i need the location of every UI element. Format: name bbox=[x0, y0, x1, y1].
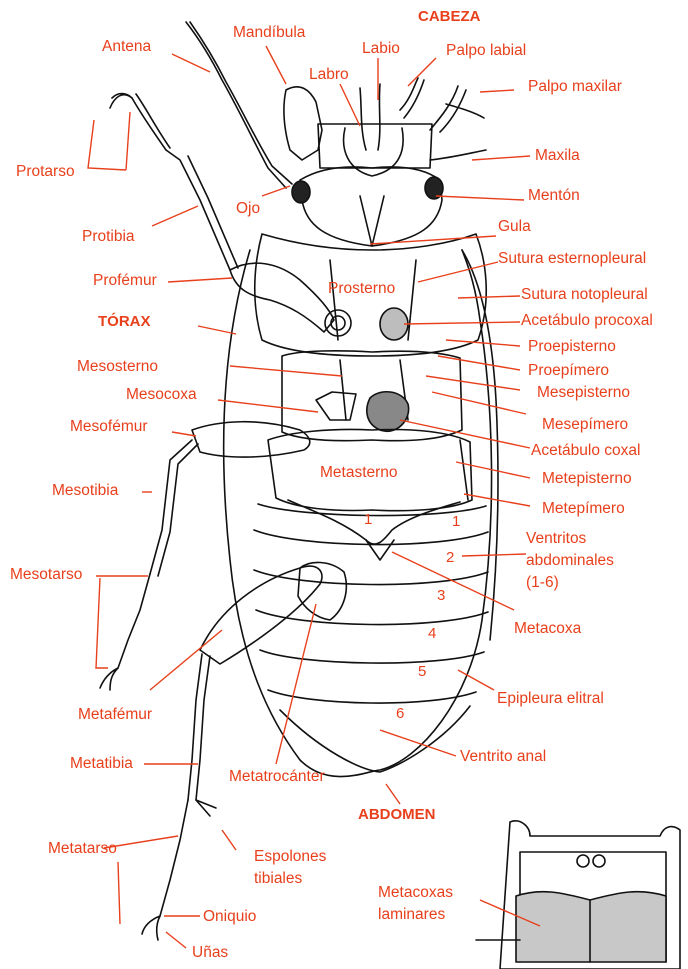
label-sutura-esternopleural: Sutura esternopleural bbox=[498, 250, 646, 268]
label-prosterno: Prosterno bbox=[328, 280, 395, 298]
fore-femur bbox=[230, 263, 334, 332]
label-metatarso: Metatarso bbox=[48, 840, 117, 858]
beetle-outline bbox=[100, 22, 680, 969]
ventrite-number-1a: 1 bbox=[364, 512, 372, 528]
label-gula: Gula bbox=[498, 218, 531, 236]
label-metepimero: Metepímero bbox=[542, 500, 625, 518]
label-labro: Labro bbox=[309, 66, 349, 84]
metatrochanter bbox=[298, 562, 346, 620]
label-metafemur: Metafémur bbox=[78, 706, 152, 724]
ventrite-number-3: 3 bbox=[437, 588, 445, 604]
ventrite-3 bbox=[256, 610, 488, 625]
mid-femur bbox=[192, 422, 310, 457]
label-metacoxa: Metacoxa bbox=[514, 620, 581, 638]
label-menton: Mentón bbox=[528, 187, 580, 205]
label-ventritos-1: Ventritos bbox=[526, 530, 586, 548]
head bbox=[300, 167, 442, 246]
label-acetabulo-coxal: Acetábulo coxal bbox=[531, 442, 640, 460]
label-ventrito-anal: Ventrito anal bbox=[460, 748, 546, 766]
label-ojo: Ojo bbox=[236, 200, 260, 218]
label-proepisterno: Proepisterno bbox=[528, 338, 616, 356]
label-mesepisterno: Mesepisterno bbox=[537, 384, 630, 402]
label-mesosterno: Mesosterno bbox=[77, 358, 158, 376]
ventrite-number-6: 6 bbox=[396, 706, 404, 722]
tibial-spurs bbox=[196, 800, 216, 816]
label-mesofemur: Mesofémur bbox=[70, 418, 148, 436]
label-ventritos-3: (1-6) bbox=[526, 574, 559, 592]
label-antena: Antena bbox=[102, 38, 151, 56]
ventrite-6 bbox=[280, 706, 470, 772]
label-metatibia: Metatibia bbox=[70, 755, 133, 773]
mid-tarsus bbox=[118, 574, 150, 668]
label-mesepimero: Mesepímero bbox=[542, 416, 628, 434]
label-metepisterno: Metepisterno bbox=[542, 470, 632, 488]
section-title-cabeza: CABEZA bbox=[418, 8, 481, 26]
label-epipleura-elitral: Epipleura elitral bbox=[497, 690, 604, 708]
ventrite-5 bbox=[268, 690, 476, 703]
section-title-abdomen: ABDOMEN bbox=[358, 806, 436, 824]
procoxal-acetabulum bbox=[380, 308, 408, 340]
label-mesotarso: Mesotarso bbox=[10, 566, 82, 584]
hind-tarsus bbox=[160, 800, 188, 916]
label-acetabulo-procoxal: Acetábulo procoxal bbox=[521, 312, 653, 330]
label-palpo-maxilar: Palpo maxilar bbox=[528, 78, 622, 96]
label-metacoxas-2: laminares bbox=[378, 906, 445, 924]
label-labio: Labio bbox=[362, 40, 400, 58]
label-metasterno: Metasterno bbox=[320, 464, 398, 482]
eye-left bbox=[292, 181, 310, 203]
label-metatrocanter: Metatrocánter bbox=[229, 768, 325, 786]
label-metacoxas-1: Metacoxas bbox=[378, 884, 453, 902]
hind-tibia bbox=[188, 654, 202, 800]
label-unas: Uñas bbox=[192, 944, 228, 962]
label-mesotibia: Mesotibia bbox=[52, 482, 118, 500]
inset-metacoxas bbox=[476, 821, 680, 969]
mandible bbox=[284, 87, 322, 160]
coxal-acetabulum bbox=[367, 392, 409, 432]
label-protibia: Protibia bbox=[82, 228, 135, 246]
label-espolones-2: tibiales bbox=[254, 870, 302, 888]
label-proepimero: Proepímero bbox=[528, 362, 609, 380]
label-espolones-1: Espolones bbox=[254, 848, 326, 866]
fore-tarsus bbox=[132, 94, 170, 150]
ventrite-number-5: 5 bbox=[418, 664, 426, 680]
ventrite-4 bbox=[260, 650, 484, 663]
label-sutura-notopleural: Sutura notopleural bbox=[521, 286, 648, 304]
label-mesocoxa: Mesocoxa bbox=[126, 386, 197, 404]
label-oniquio: Oniquio bbox=[203, 908, 256, 926]
label-mandibula: Mandíbula bbox=[233, 24, 305, 42]
label-profemur: Profémur bbox=[93, 272, 157, 290]
fore-tibia bbox=[166, 150, 230, 270]
mid-tibia bbox=[150, 440, 192, 574]
ventrite-number-2: 2 bbox=[446, 550, 454, 566]
section-title-torax: TÓRAX bbox=[98, 313, 151, 331]
label-palpo-labial: Palpo labial bbox=[446, 42, 526, 60]
ventrite-number-4: 4 bbox=[428, 626, 436, 642]
ventrite-number-1b: 1 bbox=[452, 514, 460, 530]
label-ventritos-2: abdominales bbox=[526, 552, 614, 570]
label-maxila: Maxila bbox=[535, 147, 580, 165]
label-protarso: Protarso bbox=[16, 163, 75, 181]
